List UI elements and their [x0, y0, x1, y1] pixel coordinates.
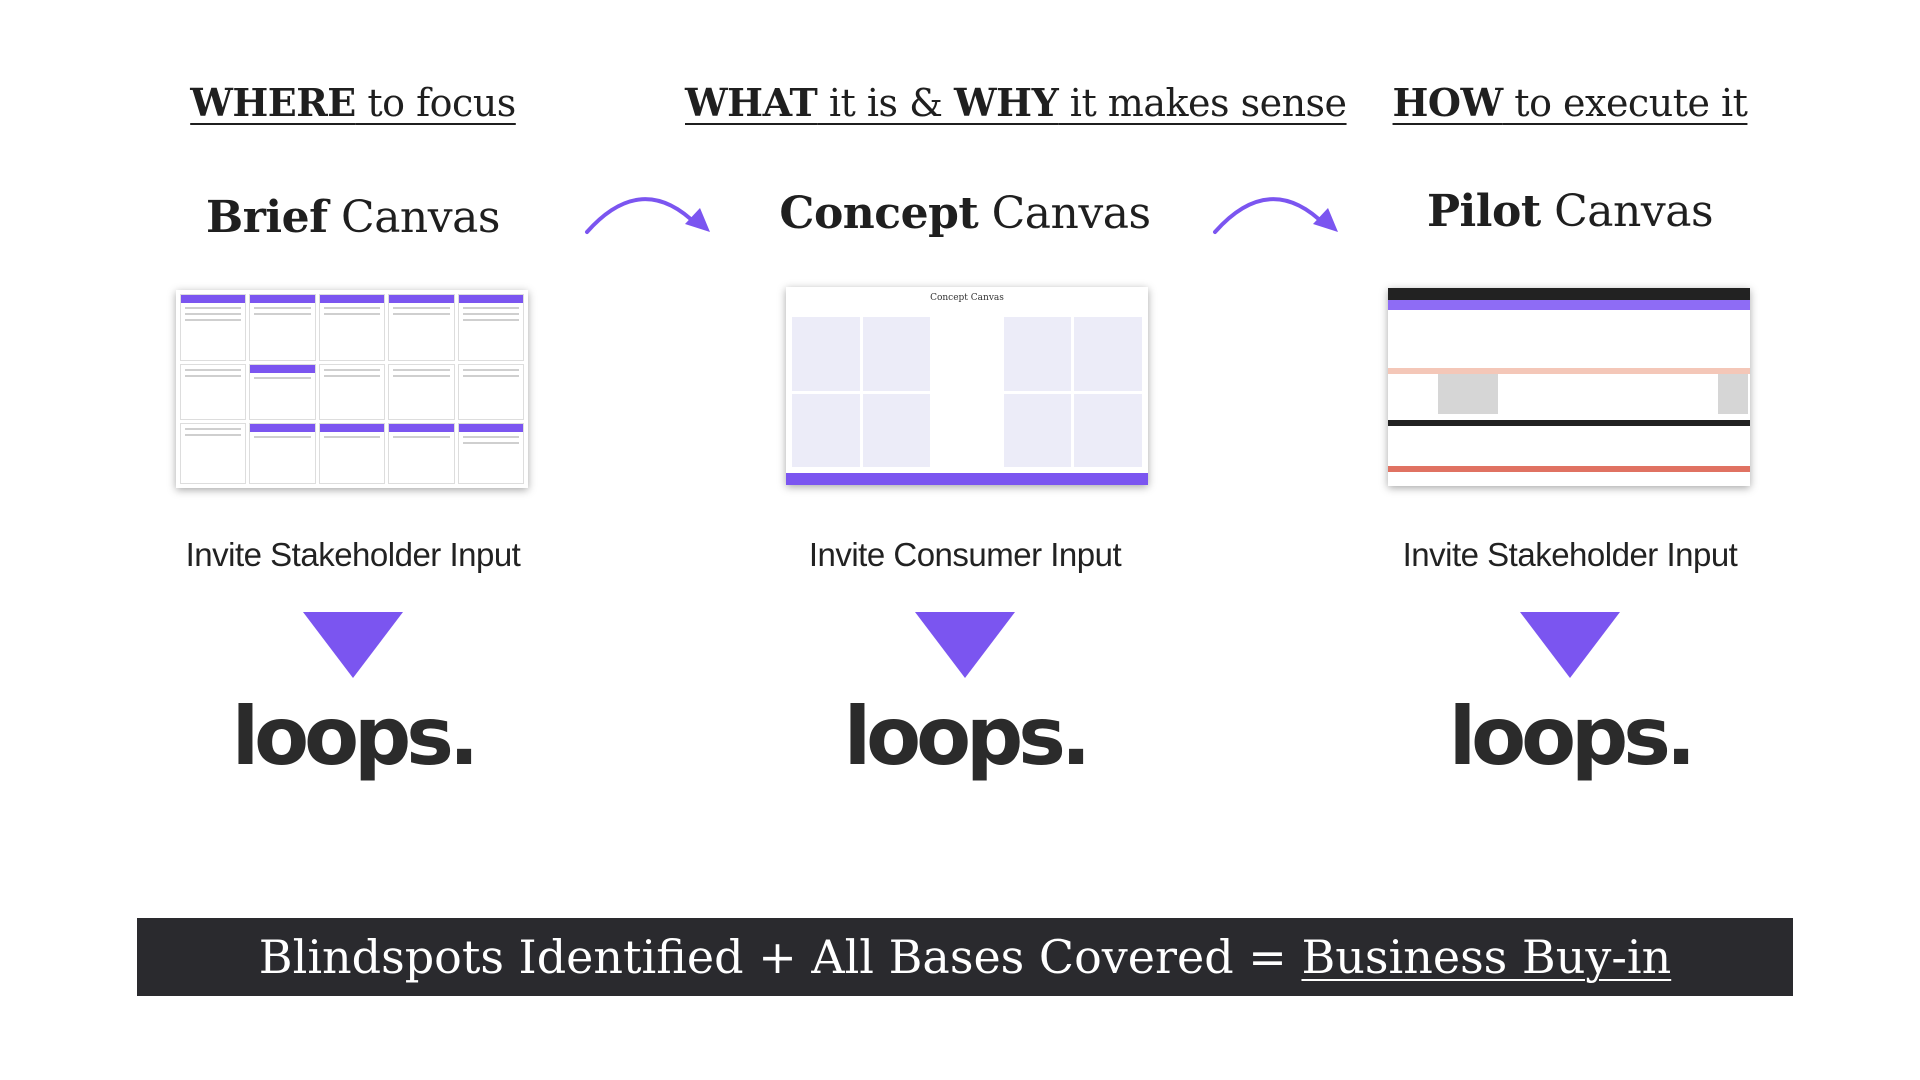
loops-logo: loops. [843, 690, 1092, 783]
title-strong: Pilot [1426, 186, 1541, 237]
pilot-canvas-title: Pilot Canvas [1290, 186, 1850, 237]
down-triangle-icon [303, 612, 403, 678]
pilot-column: HOW to execute it Pilot Canvas Invite St… [1290, 0, 1850, 800]
invite-input-label: Invite Stakeholder Input [185, 536, 521, 573]
invite-input-label: Invite Consumer Input [808, 536, 1122, 573]
brief-heading: WHERE to focus [73, 80, 633, 125]
brief-canvas-thumbnail [176, 290, 528, 488]
brief-canvas-title: Brief Canvas [73, 192, 633, 243]
title-rest: Canvas [327, 192, 500, 243]
down-triangle-icon [915, 612, 1015, 678]
concept-heading: WHAT it is & WHY it makes sense [685, 80, 1347, 125]
brief-column: WHERE to focus Brief Canvas Invite Stake… [73, 0, 633, 800]
heading-rest: to focus [355, 81, 516, 125]
title-strong: Brief [206, 192, 328, 243]
concept-canvas-thumbnail: Concept Canvas [786, 287, 1148, 485]
banner-text: Blindspots Identified + All Bases Covere… [258, 930, 1302, 984]
heading-strong: HOW [1392, 80, 1504, 125]
concept-canvas-title: Concept Canvas [685, 188, 1245, 239]
down-triangle-icon [1520, 612, 1620, 678]
curved-arrow-icon [1213, 197, 1338, 234]
concept-column: WHAT it is & WHY it makes sense Concept … [685, 0, 1347, 800]
thumb-title: Concept Canvas [930, 293, 1004, 303]
heading-mid: it is & [817, 81, 954, 125]
heading-rest: it makes sense [1058, 81, 1347, 125]
title-rest: Canvas [978, 188, 1151, 239]
curved-arrow-icon [585, 197, 710, 234]
heading-strong: WHERE [190, 80, 356, 125]
loops-logo: loops. [231, 690, 480, 783]
pilot-canvas-thumbnail [1388, 288, 1750, 486]
invite-input-label: Invite Stakeholder Input [1402, 536, 1738, 573]
loops-logo: loops. [1448, 690, 1697, 783]
banner-underlined-text: Business Buy-in [1301, 930, 1672, 984]
heading-strong-2: WHY [954, 80, 1059, 125]
title-rest: Canvas [1540, 186, 1714, 237]
pilot-heading: HOW to execute it [1290, 80, 1850, 125]
summary-banner: Blindspots Identified + All Bases Covere… [137, 918, 1793, 996]
heading-strong: WHAT [685, 80, 818, 125]
title-strong: Concept [779, 188, 979, 239]
heading-rest: to execute it [1502, 81, 1748, 125]
